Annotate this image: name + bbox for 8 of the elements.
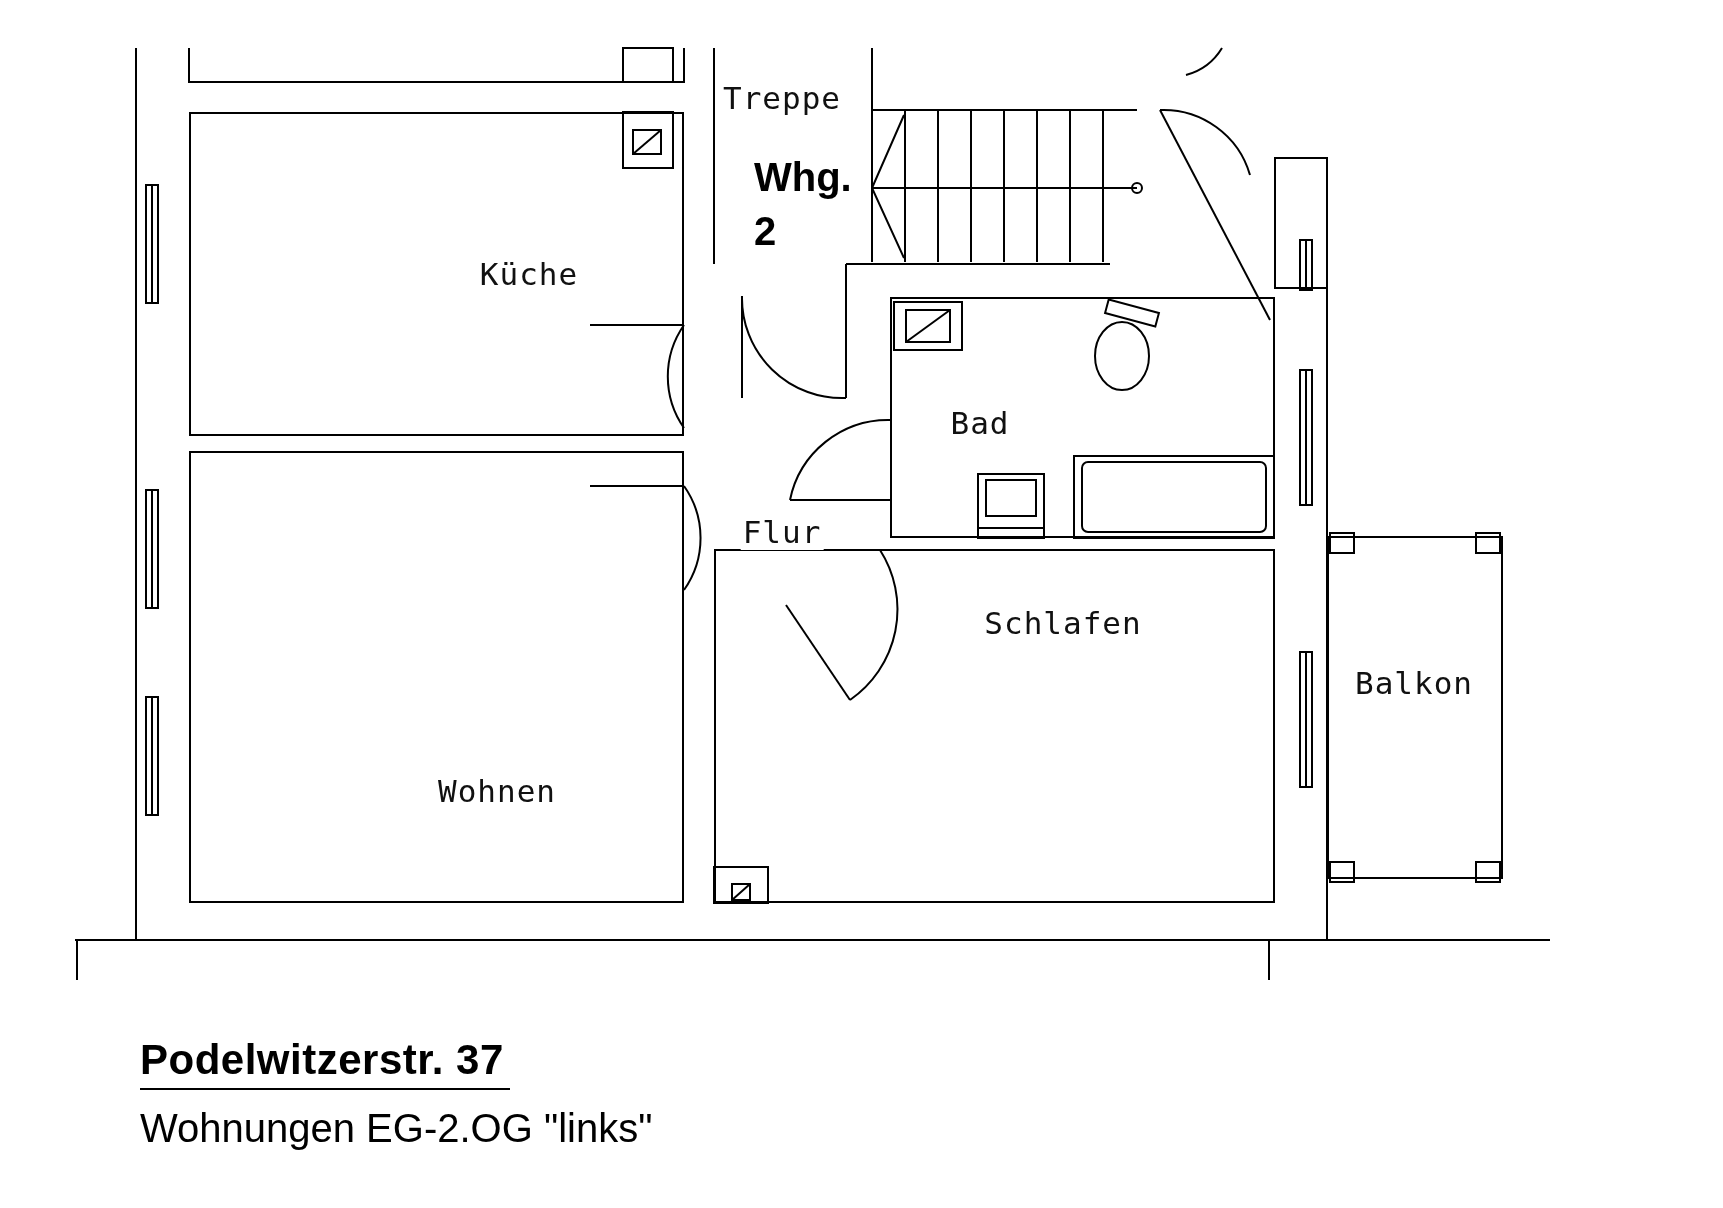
balcony-area	[1327, 536, 1503, 879]
bathroom-room	[890, 297, 1275, 538]
bedroom-room	[714, 549, 1275, 903]
living-room	[189, 451, 684, 903]
caption: Wohnungen EG-2.OG "links"	[140, 1106, 653, 1151]
kitchen-room	[189, 112, 684, 436]
title: Podelwitzerstr. 37	[140, 1036, 510, 1090]
apartment-label: Whg. 2	[754, 154, 853, 255]
